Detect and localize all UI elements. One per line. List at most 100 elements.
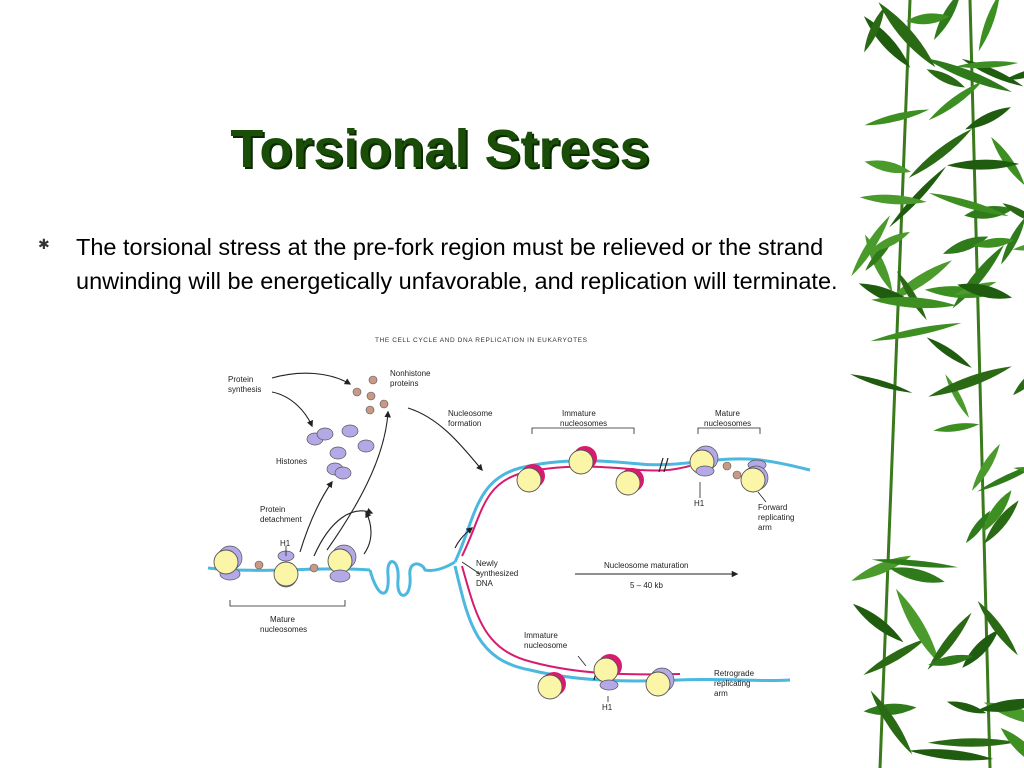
bamboo-leaf <box>984 500 1019 544</box>
label-forward-arm-3: arm <box>758 523 772 532</box>
mature-nucleosome <box>327 548 353 574</box>
bamboo-leaf <box>973 237 1015 248</box>
label-forward-arm-1: Forward <box>758 503 787 512</box>
bamboo-leaf <box>956 61 1019 69</box>
h1-protein <box>599 679 619 691</box>
bracket-mature-top <box>697 427 761 434</box>
nonhistone-protein <box>368 375 378 385</box>
immature-nucleosome <box>593 657 619 683</box>
label-nonhistone-1: Nonhistone <box>390 369 431 378</box>
bamboo-leaf <box>871 559 959 568</box>
bamboo-leaf <box>946 159 1020 170</box>
bamboo-leaf <box>978 698 1024 712</box>
pointer-lines <box>229 427 767 702</box>
bamboo-leaf <box>889 166 947 228</box>
label-newly-synth-1: Newly <box>476 559 498 568</box>
bamboo-leaf <box>957 283 1013 299</box>
bamboo-leaf <box>977 600 1018 656</box>
h1-protein <box>695 465 715 477</box>
bamboo-decoration <box>850 0 1024 768</box>
arrow-synthesis-to-nonhistone <box>271 372 352 385</box>
label-protein-synthesis-1: Protein <box>228 375 253 384</box>
upper-break-mark <box>658 457 669 473</box>
label-forward-arm-2: replicating <box>758 513 794 522</box>
dna-replication-diagram: THE CELL CYCLE AND DNA REPLICATION IN EU… <box>207 337 811 712</box>
bamboo-leaf <box>908 749 994 761</box>
histone-protein <box>329 446 347 460</box>
bamboo-leaf <box>924 57 1012 92</box>
label-histones: Histones <box>276 457 307 466</box>
bamboo-leaf <box>991 136 1024 186</box>
bamboo-leaf <box>852 603 904 643</box>
label-newly-synth-2: synthesized <box>476 569 518 578</box>
bamboo-leaf <box>946 701 987 714</box>
histone-protein <box>316 427 334 441</box>
bamboo-leaf <box>1003 63 1024 81</box>
lower-arm-new <box>461 565 681 676</box>
immature-nucleosome <box>568 449 594 475</box>
bamboo-leaf <box>863 703 917 716</box>
label-retrograde-2: replicating <box>714 679 750 688</box>
label-protein-detachment-1: Protein <box>260 505 285 514</box>
bamboo-leaf <box>869 231 911 252</box>
bamboo-leaf <box>962 629 999 668</box>
bullet-text: The torsional stress at the pre-fork reg… <box>76 234 838 294</box>
bamboo-leaf <box>926 337 972 368</box>
label-nucleosome-formation-1: Nucleosome <box>448 409 493 418</box>
immature-nucleosome <box>516 467 542 493</box>
bamboo-leaf <box>864 160 911 174</box>
nonhistone-protein <box>379 399 389 409</box>
label-nonhistone-2: proteins <box>390 379 418 388</box>
dna-strands <box>207 457 811 683</box>
bamboo-leaf <box>1000 728 1024 768</box>
bamboo-leaf <box>926 69 966 88</box>
bamboo-leaf <box>928 654 974 666</box>
free-proteins <box>306 375 389 480</box>
nonhistone-protein <box>365 405 375 415</box>
nonhistone-protein <box>352 387 362 397</box>
label-nucleosome-maturation: Nucleosome maturation <box>604 561 688 570</box>
nonhistone-protein <box>732 470 742 480</box>
label-h1-left: H1 <box>280 539 291 548</box>
nucleosomes <box>213 445 769 700</box>
label-retrograde-3: arm <box>714 689 728 698</box>
bamboo-leaves <box>850 0 1024 768</box>
label-h1-bottom: H1 <box>602 703 613 712</box>
nonhistone-protein <box>722 461 732 471</box>
bamboo-leaf <box>977 462 1024 492</box>
label-protein-detachment-2: detachment <box>260 515 303 524</box>
bamboo-leaf <box>895 588 940 665</box>
bullet-asterisk-icon: ✱ <box>38 236 50 252</box>
bamboo-leaf <box>927 612 972 670</box>
label-newly-synth-3: DNA <box>476 579 494 588</box>
bamboo-leaf <box>942 236 989 254</box>
bamboo-leaf <box>863 638 926 675</box>
bamboo-leaf <box>971 443 1000 491</box>
label-retrograde-1: Retrograde <box>714 669 755 678</box>
bamboo-leaf <box>865 234 893 293</box>
arrow-detachment-1 <box>299 480 333 553</box>
bamboo-leaf <box>1013 365 1024 396</box>
bamboo-leaf <box>871 296 957 309</box>
nonhistone-protein <box>309 563 319 573</box>
nonhistone-protein <box>366 391 376 401</box>
bamboo-leaf <box>850 374 913 393</box>
lower-arm-parental <box>453 565 791 683</box>
bamboo-leaf <box>906 13 950 25</box>
bamboo-leaf <box>889 567 945 583</box>
mature-nucleosome <box>740 467 766 493</box>
label-immature-bottom-2: nucleosome <box>524 641 568 650</box>
label-immature-top-2: nucleosomes <box>560 419 607 428</box>
label-mature-left-2: nucleosomes <box>260 625 307 634</box>
arrow-synthesis-to-histones <box>271 391 313 428</box>
bamboo-leaf <box>933 0 961 40</box>
label-immature-bottom-1: Immature <box>524 631 558 640</box>
nonhistone-protein <box>254 560 264 570</box>
bamboo-leaf <box>1001 216 1024 265</box>
supercoiled-dna <box>368 560 456 597</box>
bamboo-leaf <box>1002 203 1024 224</box>
bamboo-leaf <box>982 490 1012 533</box>
label-nucleosome-formation-2: formation <box>448 419 481 428</box>
bamboo-leaf <box>859 194 927 205</box>
label-immature-top-1: Immature <box>562 409 596 418</box>
